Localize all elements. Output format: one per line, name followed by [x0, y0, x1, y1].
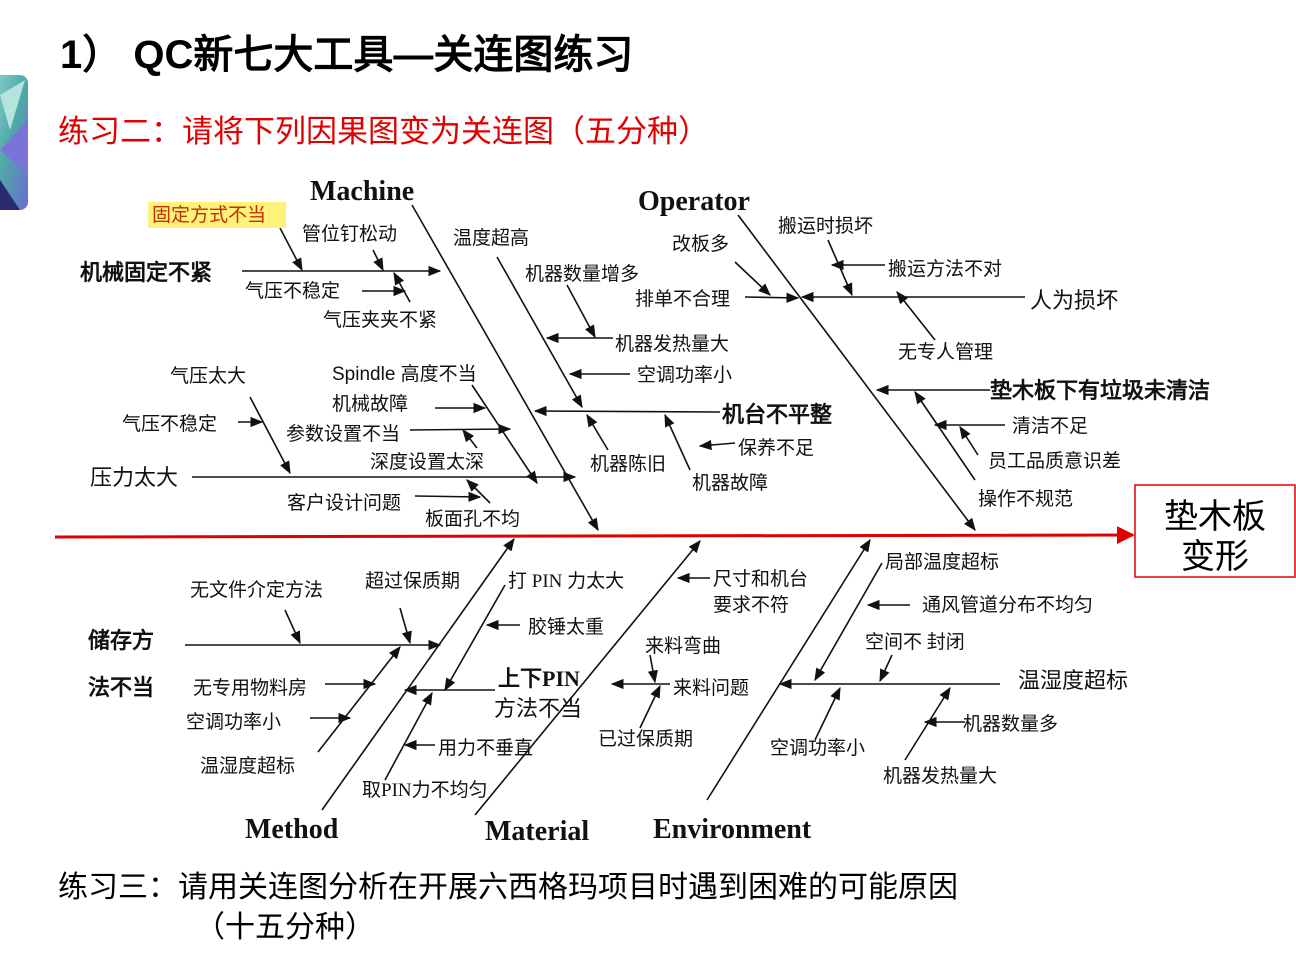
cause-storage-line2: 法不当 [88, 675, 154, 700]
cause-depth: 深度设置太深 [370, 451, 484, 473]
page-title: 1） QC新七大工具—关连图练习 [60, 33, 633, 77]
cause-fixed-loose: 机械固定不紧 [80, 260, 212, 285]
cause-bent: 来料弯曲 [645, 635, 721, 657]
cause-maintenance: 保养不足 [738, 437, 814, 459]
cause-air-high: 气压太大 [170, 365, 246, 387]
effect-box [1134, 484, 1296, 578]
cause-human-damage: 人为损坏 [1030, 288, 1118, 313]
cause-env-ac-low: 空调功率小 [770, 737, 865, 759]
operator-bones [734, 214, 1025, 532]
cause-hammer: 胶锤太重 [528, 616, 604, 638]
cause-rework: 改板多 [672, 233, 729, 255]
exercise3-time: （十五分种） [195, 911, 375, 944]
cause-vent: 通风管道分布不均匀 [922, 594, 1093, 616]
cause-more-machines: 机器数量增多 [525, 263, 639, 285]
cause-no-doc: 无文件介定方法 [190, 579, 323, 601]
cause-size-line2: 要求不符 [713, 594, 789, 616]
category-machine: Machine [310, 176, 414, 207]
cause-fault: 机器故障 [692, 472, 768, 494]
cause-transport-method: 搬运方法不对 [888, 258, 1002, 280]
category-environment: Environment [653, 814, 812, 845]
effect-line2: 变形 [1181, 538, 1249, 576]
cause-pin-loose: 管位钉松动 [302, 223, 397, 245]
exercise3-prompt: 练习三：请用关连图分析在开展六西格玛项目时遇到困难的可能原因 [58, 871, 958, 904]
cause-local-temp: 局部温度超标 [885, 551, 999, 573]
cause-env-more-machines: 机器数量多 [963, 713, 1058, 735]
material-bones [474, 540, 710, 816]
highlight-box [148, 202, 286, 228]
cause-pin-line2: 方法不当 [494, 696, 582, 721]
cause-clamp-loose: 气压夹夹不紧 [323, 309, 437, 331]
machine-bones [192, 204, 736, 532]
cause-material-expired: 已过保质期 [598, 728, 693, 750]
decoration-gem [0, 75, 28, 210]
cause-env-humid: 温湿度超标 [1018, 668, 1128, 693]
cause-storage-line1: 储存方 [88, 628, 154, 653]
cause-mech-fault: 机械故障 [332, 393, 408, 415]
cause-clean-lack: 清洁不足 [1012, 415, 1088, 437]
method-bones [185, 537, 520, 811]
cause-env-heat: 机器发热量大 [883, 765, 997, 787]
cause-no-manager: 无专人管理 [898, 341, 993, 363]
cause-expired: 超过保质期 [365, 570, 460, 592]
cause-size-line1: 尺寸和机台 [713, 568, 808, 590]
cause-pressure: 压力太大 [90, 465, 178, 490]
cause-holes: 板面孔不均 [425, 508, 520, 530]
cause-no-room: 无专用物料房 [193, 677, 307, 699]
cause-air-unstable: 气压不稳定 [245, 280, 340, 302]
environment-bones [706, 538, 1000, 801]
cause-pin-line1: 上下PIN [498, 666, 580, 691]
exercise2-prompt: 练习二：请将下列因果图变为关连图（五分种） [58, 114, 709, 149]
cause-not-vertical: 用力不垂直 [438, 737, 533, 759]
cause-debris: 垫木板下有垃圾未清洁 [990, 378, 1210, 403]
cause-uneven: 机台不平整 [722, 402, 832, 427]
cause-transport-damage: 搬运时损坏 [778, 215, 873, 237]
cause-pin-force: 打 PIN 力太大 [508, 570, 624, 592]
cause-ac-low: 空调功率小 [637, 364, 732, 386]
cause-awareness: 员工品质意识差 [988, 450, 1121, 472]
category-method: Method [245, 814, 339, 845]
effect-line1: 垫木板 [1164, 498, 1266, 536]
category-material: Material [485, 816, 589, 847]
cause-nonstandard: 操作不规范 [978, 488, 1073, 510]
spine-arrow [54, 526, 1135, 545]
cause-schedule: 排单不合理 [635, 288, 730, 310]
cause-spindle: Spindle 高度不当 [332, 363, 477, 385]
category-operator: Operator [638, 186, 750, 217]
cause-param: 参数设置不当 [286, 423, 400, 445]
cause-temp-high: 温度超高 [453, 227, 529, 249]
cause-heat: 机器发热量大 [615, 333, 729, 355]
cause-method-ac-low: 空调功率小 [186, 711, 281, 733]
cause-material-issue: 来料问题 [673, 677, 749, 699]
cause-customer: 客户设计问题 [287, 492, 401, 514]
cause-fix-method: 固定方式不当 [152, 204, 266, 226]
cause-old: 机器陈旧 [590, 453, 666, 475]
cause-pin-uneven: 取PIN力不均匀 [362, 779, 488, 801]
cause-not-sealed: 空间不 封闭 [865, 631, 965, 653]
cause-method-humid: 温湿度超标 [200, 755, 295, 777]
cause-air-unstable-2: 气压不稳定 [122, 413, 217, 435]
